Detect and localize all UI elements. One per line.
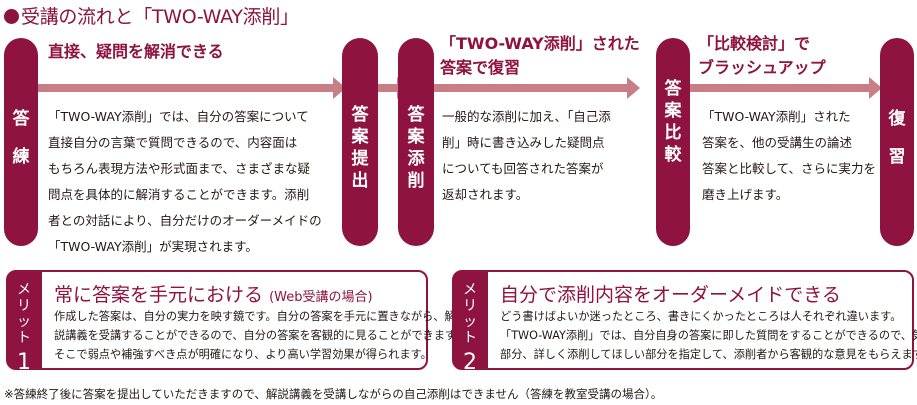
stage-tensaku: 答 案 添 削 (398, 38, 434, 246)
step-1-body-line: 直接自分の言葉で質問できるので、内容面は (48, 135, 298, 150)
step-2-body: 一般的な添削に加え、「自己添 削」時に書き込みした疑問点 についても回答された答… (442, 104, 611, 208)
step-2-heading: 「TWO-WAY添削」された 答案で復習 (440, 32, 640, 80)
merit-2-tab: メ リ ッ ト 2 (452, 270, 488, 374)
merit-1-body-line: 説講義を受講することができるので、自分の答案を客観的に見ることができます。 (54, 329, 467, 342)
step-2-heading-line: 答案で復習 (440, 58, 521, 77)
bullet-icon (4, 9, 19, 24)
merit-2-body-line: どう書けばよいか迷ったところ、書きにくかったところは人それぞれ違います。 (500, 310, 902, 323)
step-1-body-line: 「TWO-WAY添削」では、自分の答案について (48, 109, 309, 124)
step-3-body-line: 答案と比較して、さらに実力を (702, 161, 877, 176)
step-2-body-line: 削」時に書き込みした疑問点 (442, 135, 605, 150)
merit-2-title: 自分で添削内容をオーダーメイドできる (500, 280, 841, 307)
merit-1-tab: メ リ ッ ト 1 (6, 270, 42, 374)
step-3-heading: 「比較検討」で ブラッシュアップ (698, 32, 826, 80)
step-1-body-line: もちろん表現方法や形式面まで、さまざまな疑 (48, 161, 311, 176)
stage-label-char: 答 (407, 105, 425, 125)
merit-1-title-sub: (Web受講の場合) (269, 290, 373, 305)
arrow-1 (38, 77, 346, 99)
stage-label-char: 較 (664, 145, 682, 165)
merit-1-card: メ リ ッ ト 1 常に答案を手元における (Web受講の場合) 作成した答案は… (6, 270, 466, 374)
stage-label-char: 答 (664, 79, 682, 99)
step-2-body-line: 一般的な添削に加え、「自己添 (442, 109, 611, 124)
arrow-3 (434, 77, 640, 99)
stage-label-char: 出 (351, 171, 369, 191)
step-1-heading: 直接、疑問を解消できる (48, 40, 224, 64)
merit-tab-char: ト (463, 330, 477, 346)
step-2-body-line: についても回答された答案が (442, 161, 604, 176)
stage-teishutsu: 答 案 提 出 (342, 38, 378, 246)
page-title-text: 受講の流れと「TWO-WAY添削」 (21, 6, 299, 28)
merit-1-title-text: 常に答案を手元における (54, 284, 264, 306)
merit-tab-char: メ (463, 282, 477, 298)
stage-label-char: 練 (12, 147, 30, 167)
stage-label-char: 案 (664, 101, 682, 121)
step-3-body-line: 磨き上げます。 (702, 187, 789, 202)
step-1-body-line: 問点を具体的に解消することができます。添削 (48, 187, 310, 202)
merit-tab-char: ッ (17, 314, 31, 330)
merit-1-body-line: そこで弱点や補強すべき点が明確になり、より高い学習効果が得られます。 (54, 348, 432, 361)
footnote: ※答練終了後に答案を提出していただきますので、解説講義を受講しながらの自己添削は… (4, 387, 663, 401)
merit-2-card: メ リ ッ ト 2 自分で添削内容をオーダーメイドできる どう書けばよいか迷った… (452, 270, 917, 374)
merit-tab-char: リ (463, 298, 477, 314)
merit-tab-char: メ (17, 282, 31, 298)
page-title: 受講の流れと「TWO-WAY添削」 (4, 2, 299, 29)
merit-1-title: 常に答案を手元における (Web受講の場合) (54, 280, 373, 307)
step-3-heading-line: ブラッシュアップ (698, 58, 826, 77)
stage-label-char: 比 (664, 123, 682, 143)
step-1-body-line: 「TWO-WAY添削」が実現されます。 (48, 239, 258, 254)
step-3-heading-line: 「比較検討」で (698, 34, 811, 53)
step-3-body-line: 「TWO-WAY添削」された (702, 109, 851, 124)
merit-1-body-line: 作成した答案は、自分の実力を映す鏡です。自分の答案を手元に置きながら、解 (54, 310, 456, 323)
stage-label-char: 削 (407, 171, 425, 191)
merit-number: 1 (17, 350, 31, 375)
stage-label-char: 復 (888, 109, 906, 129)
step-2-body-line: 返却されます。 (442, 187, 529, 202)
merit-tab-char: リ (17, 298, 31, 314)
stage-label-char: 習 (888, 147, 906, 167)
step-1-body-line: 者との対話により、自分だけのオーダーメイドの (48, 213, 322, 228)
step-3-body: 「TWO-WAY添削」された 答案を、他の受講生の論述 答案と比較して、さらに実… (702, 104, 876, 208)
merit-2-body-line: 「TWO-WAY添削」では、自分自身の答案に即した質問をすることができるので、気… (500, 329, 917, 342)
stage-label-char: 案 (407, 127, 425, 147)
merit-1-body: 作成した答案は、自分の実力を映す鏡です。自分の答案を手元に置きながら、解 説講義… (54, 307, 466, 364)
stage-label-char: 添 (407, 149, 425, 169)
stage-label-char: 提 (351, 149, 369, 169)
stage-label-char: 答 (351, 105, 369, 125)
stage-label-char: 案 (351, 127, 369, 147)
stage-hikaku: 答 案 比 較 (656, 38, 690, 246)
step-2-heading-line: 「TWO-WAY添削」された (440, 34, 640, 53)
merit-2-body: どう書けばよいか迷ったところ、書きにくかったところは人それぞれ違います。 「TW… (500, 307, 917, 364)
stage-fukushu: 復 習 (880, 38, 914, 246)
step-1-heading-line: 直接、疑問を解消できる (48, 42, 224, 61)
stage-label-char: 答 (12, 109, 30, 129)
merit-number: 2 (463, 350, 477, 375)
merit-tab-char: ト (17, 330, 31, 346)
step-1-body: 「TWO-WAY添削」では、自分の答案について 直接自分の言葉で質問できるので、… (48, 104, 322, 260)
merit-tab-char: ッ (463, 314, 477, 330)
stage-toren: 答 練 (4, 38, 38, 246)
arrow-2 (378, 77, 410, 99)
merit-2-title-text: 自分で添削内容をオーダーメイドできる (500, 284, 841, 306)
arrow-4 (688, 77, 882, 99)
merit-2-body-line: 部分、詳しく添削してほしい部分を指定して、添削者から客観的な意見をもらえます。 (500, 348, 917, 361)
step-3-body-line: 答案を、他の受講生の論述 (702, 135, 853, 150)
